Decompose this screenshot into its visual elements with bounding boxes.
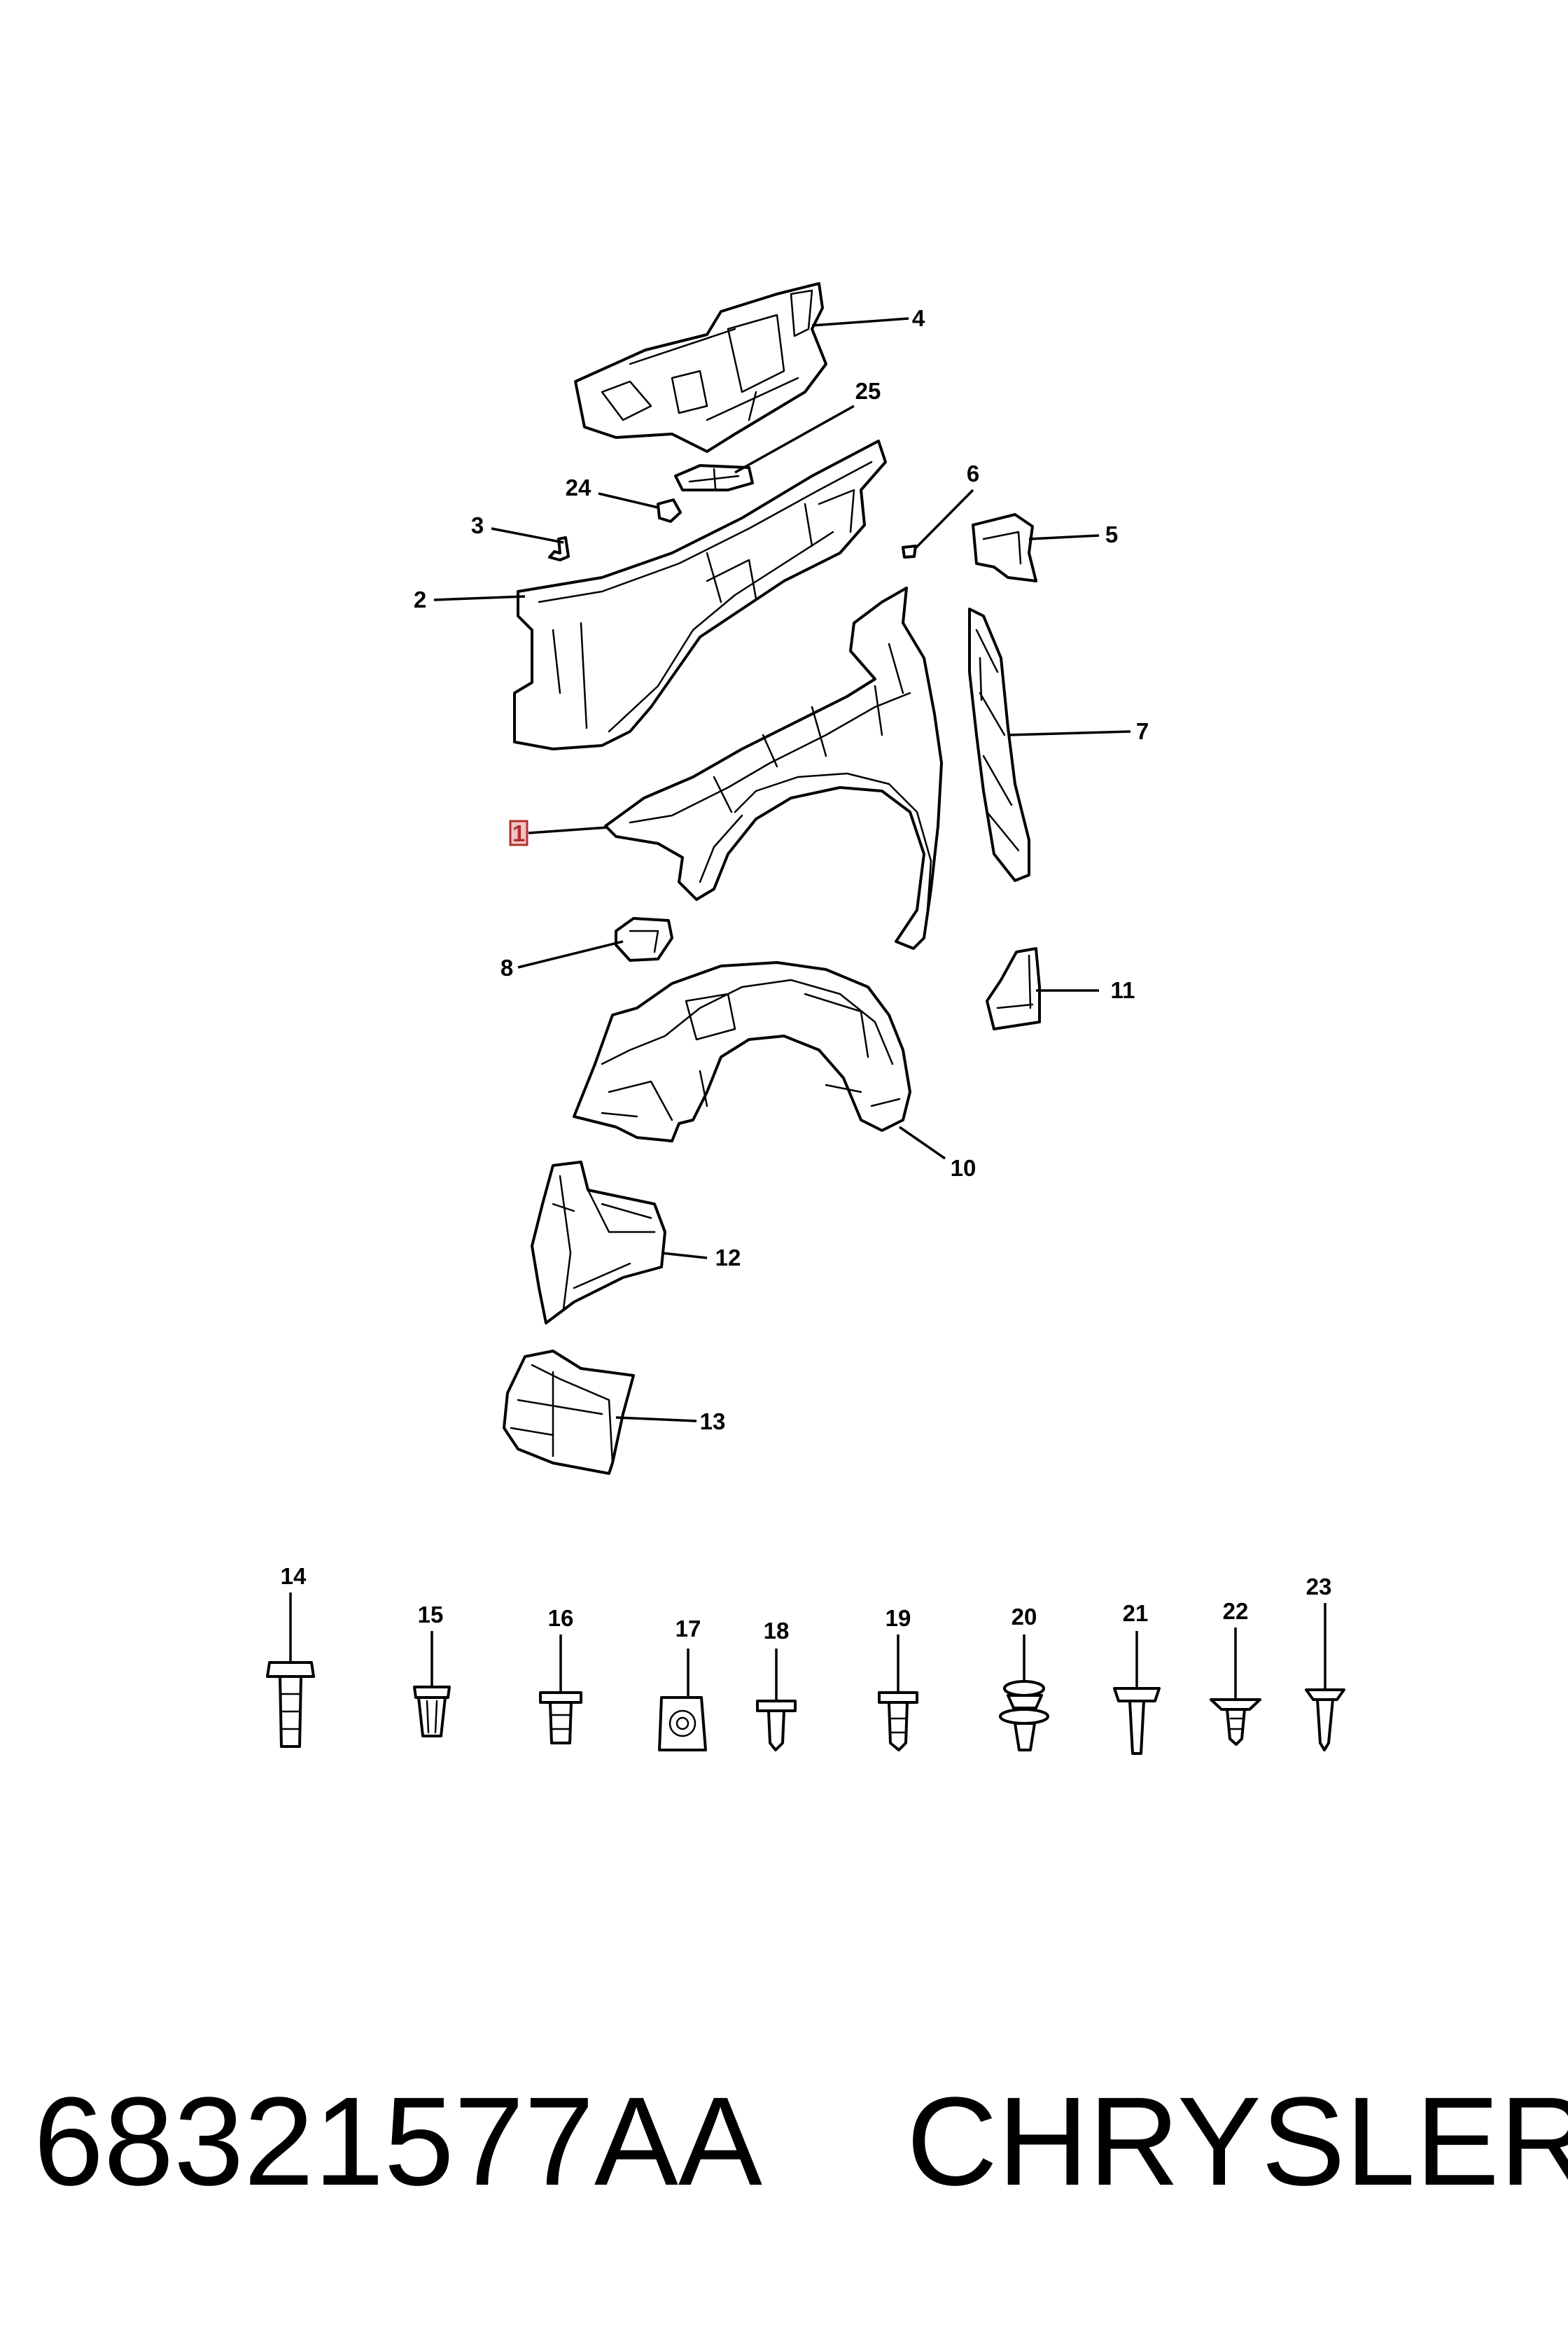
part-10-wheel-liner	[573, 961, 911, 1142]
callout-6: 6	[967, 461, 979, 486]
callout-17: 17	[676, 1616, 701, 1642]
fastener-14-bolt	[266, 1661, 315, 1748]
callout-8: 8	[500, 955, 513, 981]
footer: 68321577AA CHRYSLER	[0, 2072, 1568, 2212]
fastener-23-rivet	[1305, 1688, 1345, 1751]
callout-19: 19	[886, 1605, 911, 1631]
callout-22: 22	[1223, 1598, 1249, 1624]
callout-12: 12	[715, 1245, 741, 1270]
part-12-shield	[531, 1161, 666, 1324]
part-6-clip	[902, 545, 917, 559]
fastener-16-bolt	[539, 1691, 582, 1744]
callout-16: 16	[548, 1605, 574, 1631]
callout-11: 11	[1111, 977, 1135, 1003]
part-3-hook	[548, 536, 570, 561]
part-4-support-bracket	[574, 282, 827, 453]
callout-23: 23	[1306, 1574, 1332, 1600]
part-1-fender	[604, 587, 943, 950]
fastener-20-push-pin	[999, 1680, 1049, 1751]
callout-18: 18	[764, 1618, 790, 1644]
part-8-bracket	[615, 917, 673, 962]
fastener-17-nut	[658, 1696, 707, 1751]
part-7-seal	[968, 608, 1030, 882]
callout-14: 14	[281, 1563, 307, 1589]
part-13-shield	[503, 1350, 635, 1475]
fastener-22-push-clip	[1210, 1698, 1261, 1746]
fastener-21-rivet	[1113, 1687, 1161, 1755]
part-number: 68321577AA	[34, 2071, 762, 2212]
callout-3: 3	[471, 512, 484, 538]
callout-1: 1	[512, 820, 525, 846]
callout-4: 4	[912, 305, 925, 331]
fastener-19-screw	[878, 1691, 918, 1751]
callout-15: 15	[418, 1602, 444, 1628]
callout-1-highlight	[509, 820, 528, 846]
callout-labels: 1 2 3 4 5 6 7 8 10 11 12 13 14 15 16 17 …	[281, 305, 1332, 1644]
callout-7: 7	[1136, 718, 1149, 744]
part-24-clip	[657, 498, 682, 523]
callout-24: 24	[566, 475, 592, 500]
callout-10: 10	[951, 1155, 976, 1181]
part-25-bracket	[674, 464, 754, 491]
part-2-fender-rail	[513, 440, 887, 750]
part-5-bracket	[972, 513, 1037, 582]
fastener-15-clip	[413, 1686, 451, 1737]
callout-5: 5	[1105, 522, 1118, 547]
callout-13: 13	[700, 1408, 726, 1434]
brand-name: CHRYSLER	[906, 2071, 1568, 2212]
callout-2: 2	[414, 587, 426, 612]
callout-20: 20	[1011, 1604, 1037, 1630]
part-11-bracket	[986, 947, 1041, 1030]
leader-lines	[289, 317, 1326, 1701]
fastener-18-screw	[756, 1700, 797, 1751]
callout-21: 21	[1123, 1600, 1149, 1626]
callout-25: 25	[855, 378, 881, 404]
